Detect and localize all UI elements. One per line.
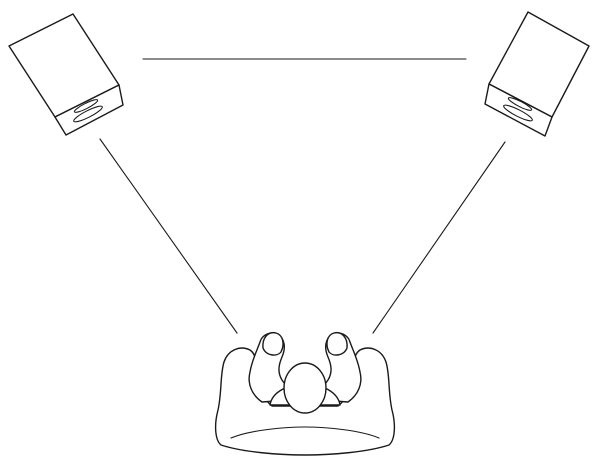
listener-right-hand: [327, 333, 347, 355]
listener-in-armchair-icon: [216, 333, 395, 455]
left-speaker-to-listener-line: [100, 139, 237, 333]
listener-left-hand: [263, 333, 283, 355]
left-speaker-icon: [9, 14, 123, 135]
listener-head: [284, 363, 326, 413]
right-speaker-to-listener-line: [373, 142, 505, 333]
right-speaker-icon: [485, 12, 589, 136]
